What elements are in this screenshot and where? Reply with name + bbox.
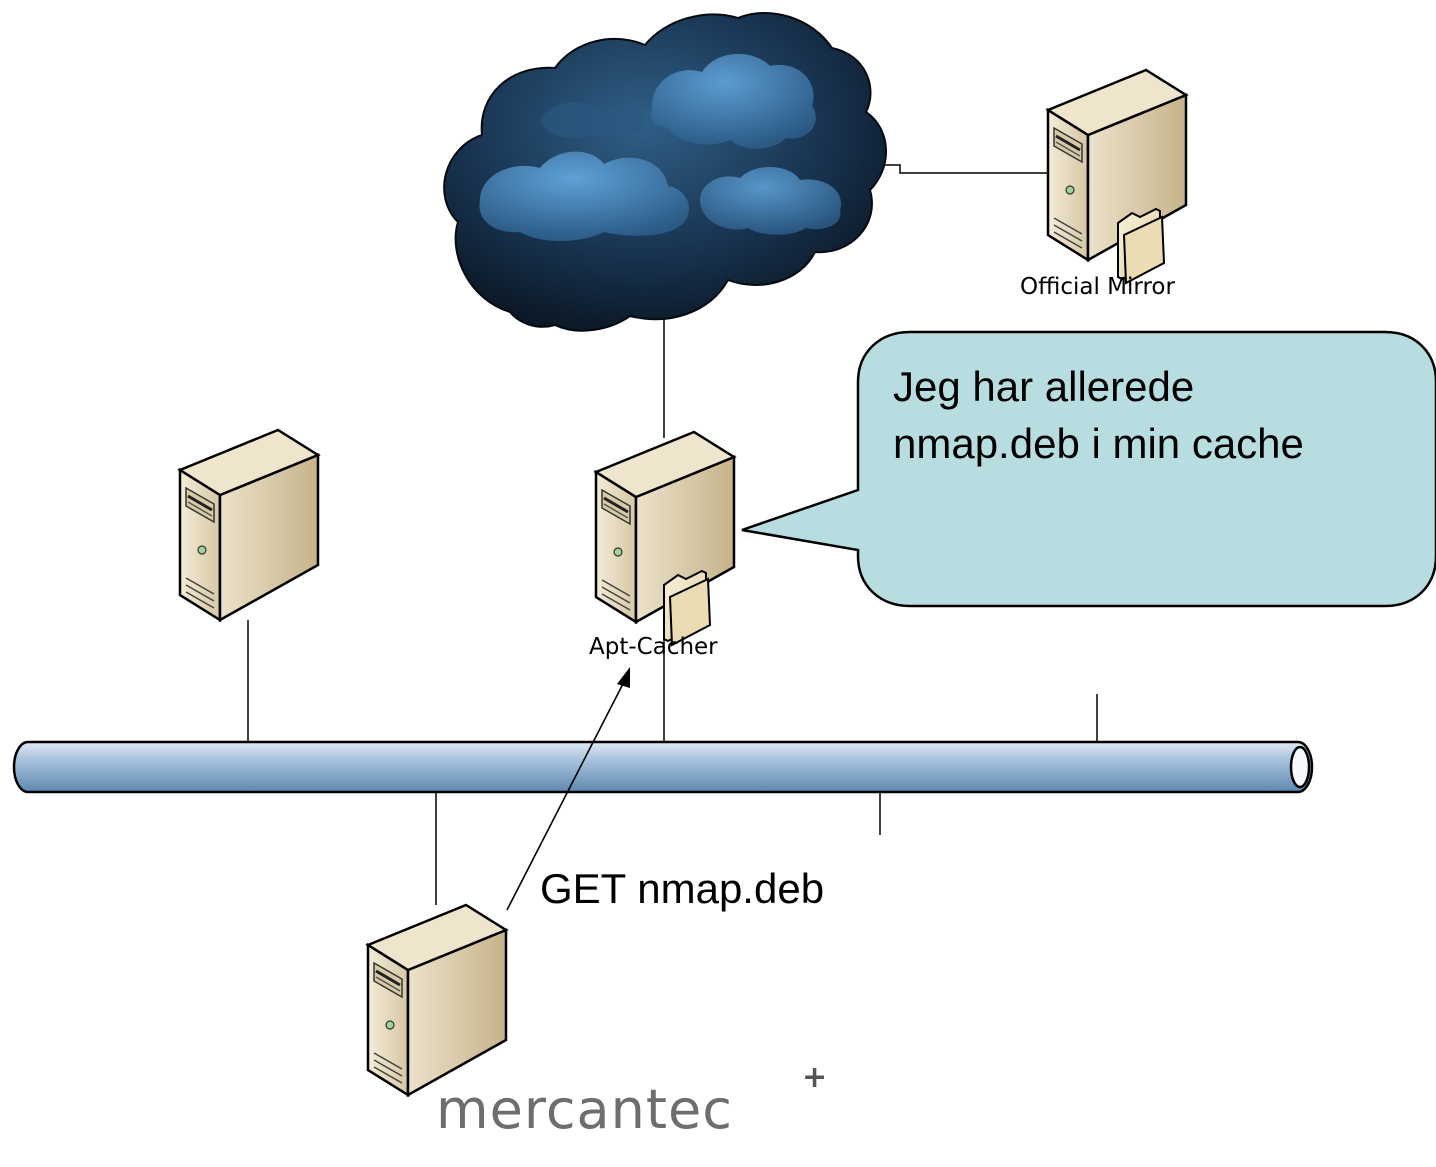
cloud-to-mirror-link xyxy=(860,164,1048,174)
left-server-icon xyxy=(178,428,320,622)
request-arrow xyxy=(506,667,630,911)
speech-bubble-line: Jeg har allerede xyxy=(893,363,1195,410)
speech-bubble-text: Jeg har allerede nmap.deb i min cache xyxy=(893,358,1413,472)
apt-cacher-server-icon xyxy=(594,430,736,646)
client-server-icon xyxy=(366,903,508,1097)
internet-cloud-icon xyxy=(443,11,887,332)
apt-cacher-label: Apt-Cacher xyxy=(589,634,718,660)
mercantec-logo-plus: + xyxy=(802,1060,828,1095)
mercantec-logo: mercantec xyxy=(436,1078,733,1141)
request-label: GET nmap.deb xyxy=(540,865,825,912)
network-bus-icon xyxy=(12,740,1314,794)
official-mirror-label: Official Mirror xyxy=(1020,274,1175,300)
official-mirror-server-icon xyxy=(1046,68,1188,284)
speech-bubble-line: nmap.deb i min cache xyxy=(893,420,1304,467)
